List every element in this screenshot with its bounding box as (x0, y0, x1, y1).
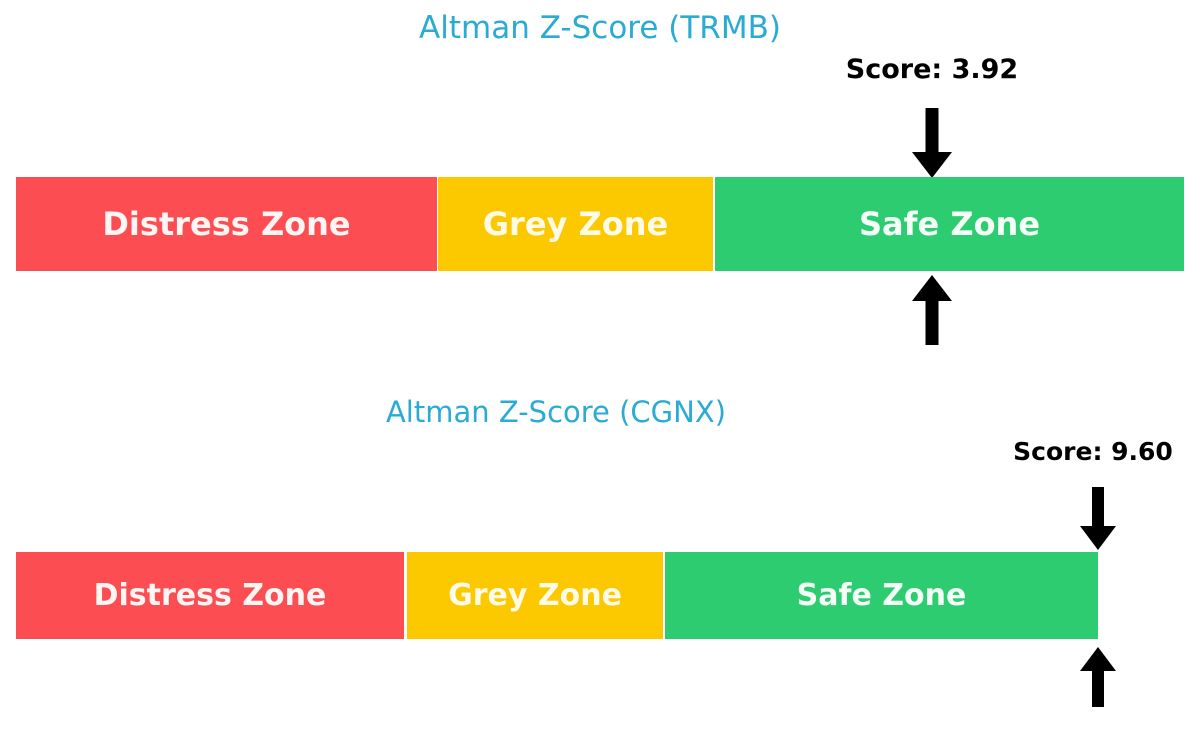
arrow-down-icon (911, 108, 953, 178)
arrow-up-icon (1079, 647, 1117, 707)
arrow-down-icon (1079, 487, 1117, 550)
zone-distress-trmb: Distress Zone (16, 177, 437, 271)
zone-safe-trmb: Safe Zone (715, 177, 1184, 271)
zone-bar-cgnx: Distress Zone Grey Zone Safe Zone (16, 552, 1098, 639)
zone-label-grey: Grey Zone (448, 577, 622, 613)
arrow-up-icon (911, 275, 953, 345)
zone-bar-trmb: Distress Zone Grey Zone Safe Zone (16, 177, 1184, 271)
zone-distress-cgnx: Distress Zone (16, 552, 404, 639)
zone-grey-trmb: Grey Zone (438, 177, 713, 271)
score-label-cgnx: Score: 9.60 (1013, 437, 1173, 466)
zone-label-distress: Distress Zone (93, 577, 327, 613)
zone-label-safe: Safe Zone (796, 577, 967, 613)
zone-label-grey: Grey Zone (482, 205, 669, 243)
chart-title-cgnx: Altman Z-Score (CGNX) (385, 395, 727, 429)
zone-label-distress: Distress Zone (102, 205, 351, 243)
score-label-trmb: Score: 3.92 (845, 54, 1019, 85)
chart-title-trmb: Altman Z-Score (TRMB) (419, 10, 781, 46)
zone-label-safe: Safe Zone (858, 205, 1041, 243)
zone-grey-cgnx: Grey Zone (407, 552, 663, 639)
zone-safe-cgnx: Safe Zone (665, 552, 1098, 639)
